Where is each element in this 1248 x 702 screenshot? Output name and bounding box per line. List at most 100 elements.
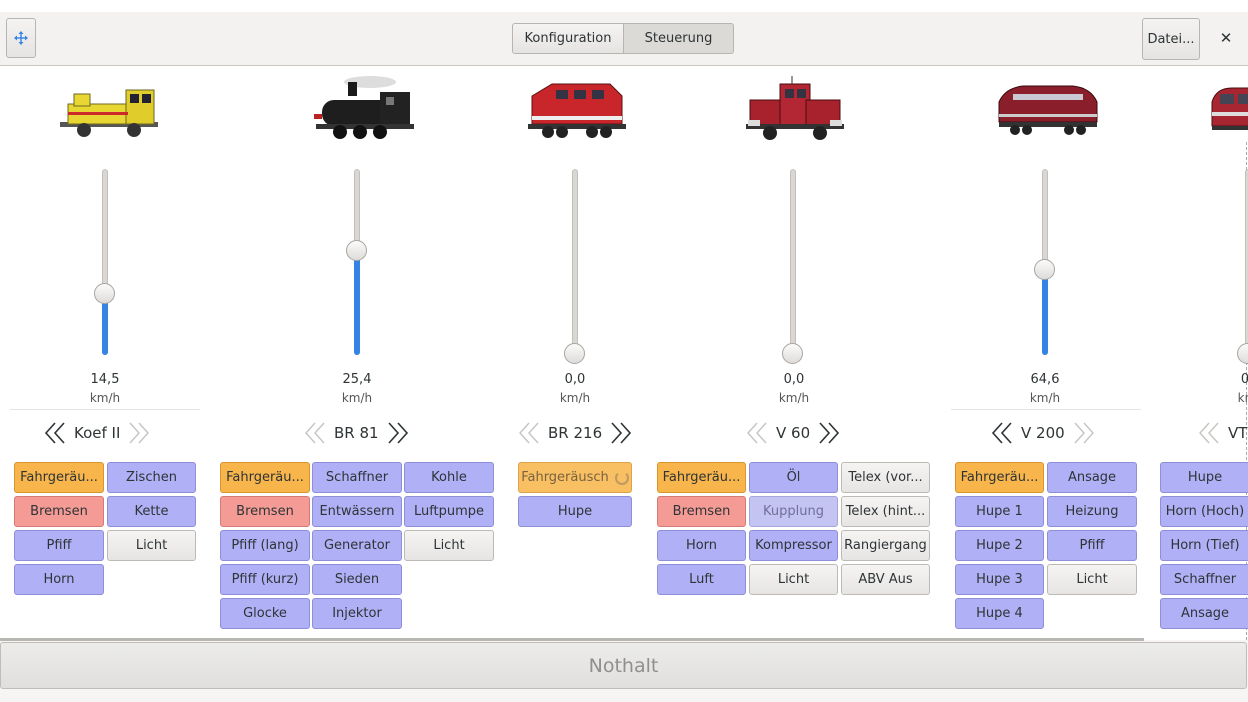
function-button[interactable]: Sieden: [312, 564, 402, 595]
prev-locomotive-button[interactable]: [989, 419, 1015, 447]
speed-slider-knob[interactable]: [346, 240, 367, 261]
function-button[interactable]: Fahrgeräu...: [14, 462, 104, 493]
tab-konfiguration[interactable]: Konfiguration: [512, 23, 624, 54]
prev-locomotive-button[interactable]: [42, 419, 68, 447]
prev-locomotive-button[interactable]: [744, 419, 770, 447]
close-button[interactable]: ✕: [1219, 29, 1233, 47]
function-button[interactable]: Telex (vor...: [841, 462, 930, 493]
locomotive-name: V 60: [776, 424, 811, 442]
next-locomotive-button[interactable]: [126, 419, 152, 447]
prev-locomotive-button[interactable]: [516, 419, 542, 447]
speed-slider-koef[interactable]: [94, 169, 115, 355]
speed-slider-br81[interactable]: [346, 169, 367, 355]
function-button-label: Fahrgeräusch: [521, 470, 609, 485]
speed-slider-knob[interactable]: [782, 343, 803, 364]
locomotive-column-v200: 64,6 km/h V 200 Fahrgeräu... Ansage Hupe…: [945, 66, 1150, 640]
function-button[interactable]: Pfiff (kurz): [220, 564, 310, 595]
speed-slider-knob[interactable]: [1237, 343, 1248, 364]
prev-locomotive-button[interactable]: [1196, 419, 1222, 447]
function-button[interactable]: Licht: [404, 530, 494, 561]
chevrons-left-icon: [305, 422, 325, 444]
function-button[interactable]: Ansage: [1047, 462, 1137, 493]
function-button[interactable]: Licht: [1047, 564, 1137, 595]
function-button[interactable]: Pfiff: [14, 530, 104, 561]
function-button[interactable]: Fahrgeräusch: [518, 462, 632, 493]
move-button[interactable]: [6, 18, 36, 58]
locomotive-name: BR 81: [334, 424, 379, 442]
speed-slider-vt[interactable]: [1237, 169, 1248, 364]
function-button[interactable]: Hupe 2: [955, 530, 1044, 561]
function-button[interactable]: Kompressor: [749, 530, 838, 561]
emergency-stop-button[interactable]: Nothalt: [0, 642, 1247, 689]
function-button[interactable]: Schaffner: [1160, 564, 1248, 595]
function-button[interactable]: Hupe 1: [955, 496, 1044, 527]
function-button[interactable]: Horn: [14, 564, 104, 595]
view-switcher: Konfiguration Steuerung: [512, 23, 734, 54]
function-button[interactable]: Bremsen: [220, 496, 310, 527]
function-button[interactable]: Fahrgeräu...: [220, 462, 310, 493]
function-button[interactable]: Ansage: [1160, 598, 1248, 629]
function-button[interactable]: Horn (Hoch): [1160, 496, 1248, 527]
function-button[interactable]: Pfiff: [1047, 530, 1137, 561]
function-button[interactable]: Rangiergang: [841, 530, 930, 561]
function-button[interactable]: Fahrgeräu...: [955, 462, 1044, 493]
function-button[interactable]: Generator: [312, 530, 402, 561]
function-button[interactable]: Kette: [107, 496, 196, 527]
function-button[interactable]: Fahrgeräu...: [657, 462, 746, 493]
chevrons-left-icon: [991, 422, 1012, 444]
speed-slider-v60[interactable]: [782, 169, 803, 364]
panel-edge-divider: [1246, 142, 1248, 640]
function-button[interactable]: ABV Aus: [841, 564, 930, 595]
locomotive-name: Koef II: [74, 424, 121, 442]
function-button[interactable]: Schaffner: [312, 462, 402, 493]
file-menu-button[interactable]: Datei...: [1142, 18, 1200, 60]
function-button[interactable]: Heizung: [1047, 496, 1137, 527]
chevrons-left-icon: [1199, 422, 1219, 444]
function-button[interactable]: Hupe: [1160, 462, 1248, 493]
next-locomotive-button[interactable]: [608, 419, 634, 447]
speed-value: 0,0: [564, 372, 586, 387]
function-button[interactable]: Hupe: [518, 496, 632, 527]
speed-value: 64,6: [1030, 372, 1060, 387]
chevrons-left-icon: [519, 422, 539, 444]
function-button[interactable]: Pfiff (lang): [220, 530, 310, 561]
function-button[interactable]: Luft: [657, 564, 746, 595]
speed-slider-fill: [1042, 279, 1048, 355]
horizontal-scrollbar[interactable]: [0, 638, 1144, 641]
speed-slider-v200[interactable]: [1034, 169, 1055, 355]
next-locomotive-button[interactable]: [816, 419, 842, 447]
function-button[interactable]: Horn (Tief): [1160, 530, 1248, 561]
speed-slider-knob[interactable]: [94, 283, 115, 304]
function-button[interactable]: Hupe 4: [955, 598, 1044, 629]
function-button[interactable]: Zischen: [107, 462, 196, 493]
speed-slider-knob[interactable]: [1034, 259, 1055, 280]
chevrons-right-icon: [819, 422, 840, 444]
speed-value: 14,5: [90, 372, 120, 387]
function-button[interactable]: Licht: [749, 564, 838, 595]
function-button[interactable]: Kupplung: [749, 496, 838, 527]
function-button[interactable]: Kohle: [404, 462, 494, 493]
speed-slider-trough: [572, 169, 578, 355]
function-button[interactable]: Bremsen: [14, 496, 104, 527]
locomotive-vt-image: [1211, 87, 1248, 130]
locomotive-selector: V 200: [989, 416, 1097, 450]
function-button[interactable]: Licht: [107, 530, 196, 561]
function-button[interactable]: Entwässern: [312, 496, 402, 527]
function-button[interactable]: Luftpumpe: [404, 496, 494, 527]
function-button[interactable]: Injektor: [312, 598, 402, 629]
tab-steuerung[interactable]: Steuerung: [624, 23, 734, 54]
function-button[interactable]: Telex (hint...: [841, 496, 930, 527]
function-button[interactable]: Horn: [657, 530, 746, 561]
locomotive-v200-image: [998, 85, 1098, 135]
locomotive-selector: BR 81: [302, 416, 411, 450]
locomotive-column-br216: 0,0 km/h BR 216 Fahrgeräusch Hupe: [510, 66, 650, 640]
function-button[interactable]: Öl: [749, 462, 838, 493]
function-button[interactable]: Glocke: [220, 598, 310, 629]
function-button[interactable]: Bremsen: [657, 496, 746, 527]
function-button[interactable]: Hupe 3: [955, 564, 1044, 595]
prev-locomotive-button[interactable]: [302, 419, 328, 447]
next-locomotive-button[interactable]: [385, 419, 411, 447]
speed-slider-br216[interactable]: [564, 169, 585, 364]
speed-slider-knob[interactable]: [564, 343, 585, 364]
next-locomotive-button[interactable]: [1071, 419, 1097, 447]
